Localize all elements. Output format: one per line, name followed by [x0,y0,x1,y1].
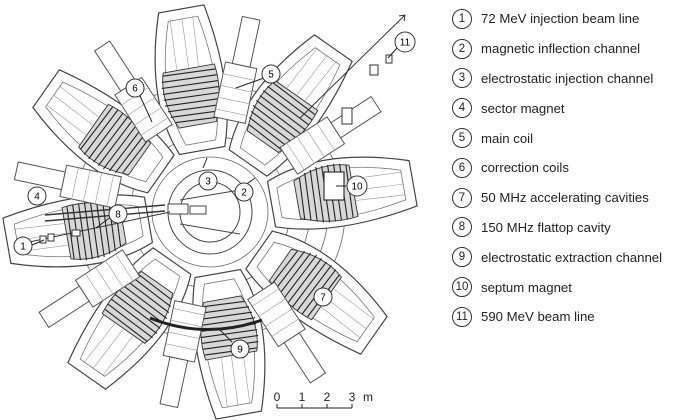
flattop-cavity [44,204,166,222]
callout-circles: 1 2 3 4 5 6 7 8 9 10 11 [13,31,416,359]
svg-text:1: 1 [20,242,26,253]
legend-number: 9 [452,247,472,268]
legend: 1 72 MeV injection beam line 2 magnetic in… [452,4,684,332]
central-region [167,169,253,255]
scale-unit: m [363,390,373,404]
extraction-channel [149,316,263,332]
legend-item-3: 3 electrostatic injection channel [452,64,684,94]
legend-label: sector magnet [481,100,565,116]
callout-2: 2 [234,182,254,202]
cyclotron-diagram: 1 2 3 4 5 6 7 8 9 10 11 0 1 2 3 m [1,3,419,420]
legend-number: 2 [452,38,472,59]
legend-number: 3 [452,68,472,89]
legend-label: 72 MeV injection beam line [481,11,640,27]
svg-text:10: 10 [351,182,363,193]
svg-text:2: 2 [241,188,247,199]
scale-tick-2: 2 [324,390,331,404]
scale-tick-0: 0 [274,390,281,404]
svg-text:9: 9 [237,345,243,356]
legend-number: 11 [452,306,472,327]
svg-text:5: 5 [268,70,274,81]
legend-label: septum magnet [481,279,572,295]
scale-bar: 0 1 2 3 m [274,390,373,409]
legend-item-10: 10 septum magnet [452,272,684,302]
callout-10: 10 [346,175,368,197]
legend-number: 4 [452,98,472,119]
legend-label: 590 MeV beam line [481,309,595,325]
svg-text:3: 3 [205,177,211,188]
legend-number: 10 [452,277,472,298]
extracted-beam-line [299,14,406,125]
legend-label: 150 MHz flattop cavity [481,219,611,235]
legend-number: 6 [452,157,472,178]
legend-item-9: 9 electrostatic extraction channel [452,242,684,272]
legend-item-1: 1 72 MeV injection beam line [452,4,684,34]
callout-5: 5 [261,64,281,84]
legend-label: electrostatic injection channel [481,70,654,86]
svg-text:8: 8 [115,210,121,221]
svg-text:11: 11 [400,38,411,49]
callout-4: 4 [27,186,47,206]
scale-tick-1: 1 [299,390,306,404]
legend-number: 1 [452,8,472,29]
callout-3: 3 [198,171,218,191]
legend-item-7: 7 50 MHz accelerating cavities [452,183,684,213]
legend-item-5: 5 main coil [452,123,684,153]
leader-lines [31,47,398,343]
legend-label: electrostatic extraction channel [481,249,663,265]
legend-item-4: 4 sector magnet [452,93,684,123]
svg-text:7: 7 [320,293,326,304]
callout-11: 11 [394,31,416,53]
svg-text:4: 4 [34,192,40,203]
svg-text:6: 6 [132,84,138,95]
callout-6: 6 [125,78,145,98]
legend-label: main coil [481,130,534,146]
legend-label: magnetic inflection channel [481,41,641,57]
injection-beam-line [19,211,171,245]
legend-label: 50 MHz accelerating cavities [481,190,649,206]
legend-label: correction coils [481,160,569,176]
callout-9: 9 [230,339,250,359]
callout-7: 7 [313,287,333,307]
legend-item-6: 6 correction coils [452,153,684,183]
callout-1: 1 [13,236,33,256]
legend-item-2: 2 magnetic inflection channel [452,34,684,64]
scale-tick-3: 3 [349,390,356,404]
callout-8: 8 [108,204,128,224]
legend-number: 7 [452,187,472,208]
legend-number: 8 [452,217,472,238]
legend-number: 5 [452,128,472,149]
legend-item-8: 8 150 MHz flattop cavity [452,213,684,243]
legend-item-11: 11 590 MeV beam line [452,302,684,332]
